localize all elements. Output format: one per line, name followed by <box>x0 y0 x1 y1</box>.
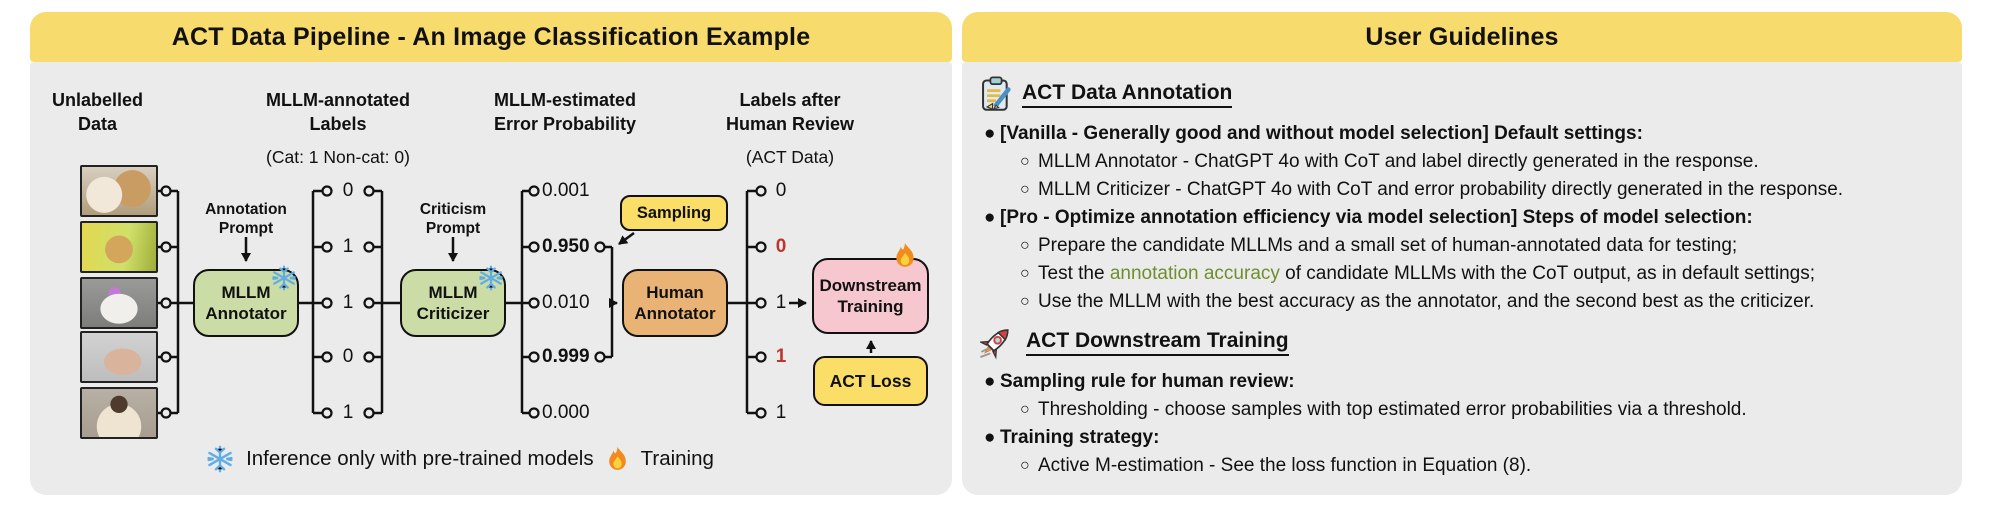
guidelines-title: User Guidelines <box>962 12 1962 62</box>
accuracy-highlight: annotation accuracy <box>1109 263 1280 284</box>
sample-image-3 <box>80 277 158 329</box>
sub-bullet-use-best-mllm: ○ Use the MLLM with the best accuracy as… <box>978 288 1948 316</box>
legend-inference-text: Inference only with pre-trained models <box>246 447 594 470</box>
sampling-node: Sampling <box>620 195 728 231</box>
col-header-mllm-labels: MLLM-annotated Labels <box>266 90 410 134</box>
section-heading-data-annotation: ACT Data Annotation <box>980 76 1948 112</box>
bullet-sampling-rule: ● Sampling rule for human review: <box>978 368 1948 396</box>
review-label-4: 1 <box>775 346 787 367</box>
bullet-dot: ● <box>984 207 996 228</box>
col-header-error-probability: MLLM-estimated Error Probability <box>493 90 637 134</box>
bullet-circle: ○ <box>1020 265 1030 282</box>
review-label-3: 1 <box>775 292 787 313</box>
human-annotator-node: Human Annotator <box>622 269 728 337</box>
error-prob-5: 0.000 <box>542 402 590 423</box>
bullet-circle: ○ <box>1020 237 1030 254</box>
col-subtitle-cat-noncat: (Cat: 1 Non-cat: 0) <box>266 147 410 167</box>
fire-icon <box>896 243 914 267</box>
mllm-label-3: 1 <box>342 292 354 313</box>
review-label-1: 0 <box>775 180 787 201</box>
bullet-dot: ● <box>984 427 996 448</box>
sample-image-2 <box>80 221 158 273</box>
error-prob-3: 0.010 <box>542 292 590 313</box>
sample-image-4 <box>80 331 158 383</box>
annotation-prompt-label: Annotation Prompt <box>205 201 287 237</box>
sub-bullet-active-m-estimation: ○ Active M-estimation - See the loss fun… <box>978 452 1948 480</box>
sub-bullet-prepare-candidates: ○ Prepare the candidate MLLMs and a smal… <box>978 232 1948 260</box>
pipeline-panel: ACT Data Pipeline - An Image Classificat… <box>30 12 952 495</box>
bullet-dot: ● <box>984 371 996 392</box>
act-loss-node: ACT Loss <box>813 356 928 406</box>
mllm-label-2: 1 <box>342 236 354 257</box>
section-heading-downstream-training: ACT Downstream Training <box>980 324 1948 360</box>
snowflake-icon <box>479 265 503 291</box>
bullet-circle: ○ <box>1020 401 1030 418</box>
bullet-circle: ○ <box>1020 153 1030 170</box>
review-label-2: 0 <box>775 236 787 257</box>
sub-bullet-thresholding: ○ Thresholding - choose samples with top… <box>978 396 1948 424</box>
legend: Inference only with pre-trained models T… <box>160 445 760 473</box>
bullet-circle: ○ <box>1020 457 1030 474</box>
error-prob-1: 0.001 <box>542 180 590 201</box>
legend-training-text: Training <box>640 447 714 470</box>
criticism-prompt-label: Criticism Prompt <box>419 201 487 237</box>
pipeline-title: ACT Data Pipeline - An Image Classificat… <box>30 12 952 62</box>
guidelines-panel: User Guidelines ACT Data Annotation ● [V… <box>962 12 1962 495</box>
snowflake-icon <box>272 265 296 291</box>
col-header-human-review: Labels after Human Review <box>725 90 855 134</box>
sub-bullet-annotator-default: ○ MLLM Annotator - ChatGPT 4o with CoT a… <box>978 148 1948 176</box>
error-prob-4: 0.999 <box>542 346 590 367</box>
downstream-training-node: Downstream Training <box>812 258 929 334</box>
bullet-vanilla: ● [Vanilla - Generally good and without … <box>978 120 1948 148</box>
sub-bullet-test-accuracy: ○ Test the annotation accuracy of candid… <box>978 260 1948 288</box>
sample-image-5 <box>80 387 158 439</box>
fire-icon <box>608 446 626 470</box>
pipeline-canvas: Unlabelled Data MLLM-annotated Labels (C… <box>30 62 952 495</box>
mllm-criticizer-node: MLLM Criticizer <box>400 269 506 337</box>
snowflake-icon <box>207 445 233 473</box>
bullet-circle: ○ <box>1020 181 1030 198</box>
error-prob-2: 0.950 <box>542 236 590 257</box>
bullet-circle: ○ <box>1020 293 1030 310</box>
bullet-training-strategy: ● Training strategy: <box>978 424 1948 452</box>
sample-image-1 <box>80 165 158 217</box>
mllm-label-1: 0 <box>342 180 354 201</box>
rocket-icon <box>980 329 1009 360</box>
col-subtitle-act-data: (ACT Data) <box>745 147 835 167</box>
mllm-label-4: 0 <box>342 346 354 367</box>
col-header-unlabelled-data: Unlabelled Data <box>51 90 144 134</box>
memo-pencil-icon <box>982 76 1011 111</box>
review-label-5: 1 <box>775 402 787 423</box>
sub-bullet-criticizer-default: ○ MLLM Criticizer - ChatGPT 4o with CoT … <box>978 176 1948 204</box>
mllm-label-5: 1 <box>342 402 354 423</box>
bullet-pro: ● [Pro - Optimize annotation efficiency … <box>978 204 1948 232</box>
bullet-dot: ● <box>984 123 996 144</box>
guidelines-body: ACT Data Annotation ● [Vanilla - General… <box>962 62 1962 495</box>
